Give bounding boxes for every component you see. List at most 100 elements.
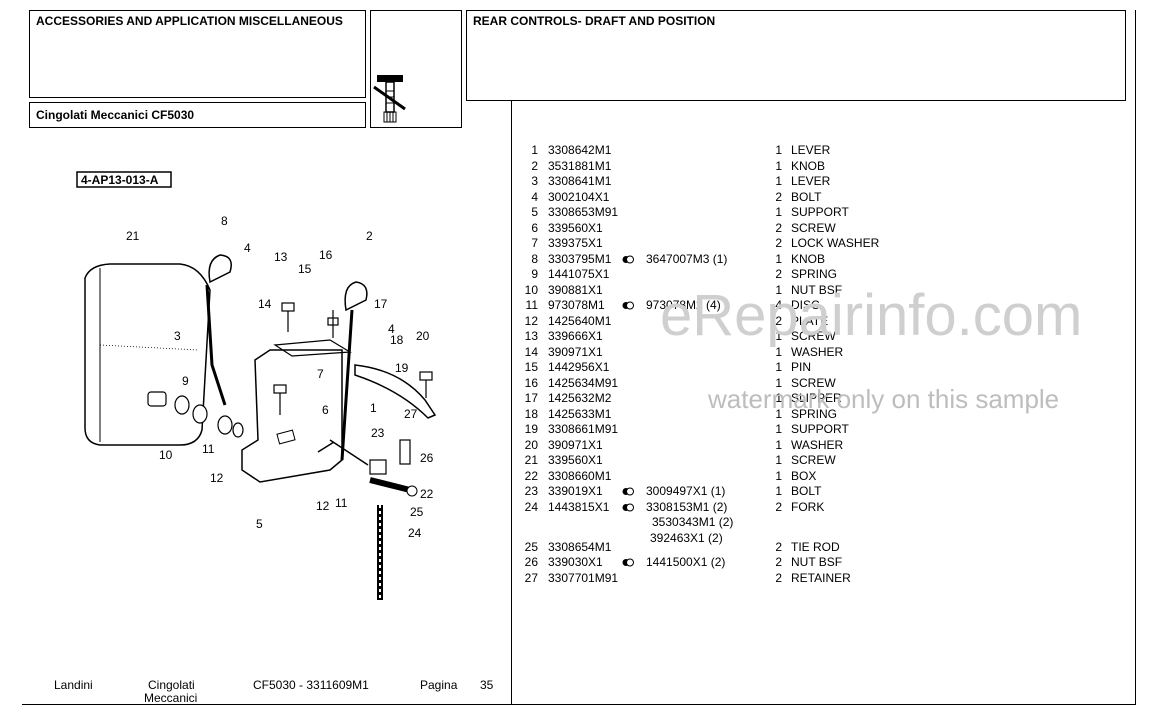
part-description: PIN xyxy=(791,360,812,374)
part-number: 1425640M1 xyxy=(548,313,612,328)
callout-labels: 1 2 3 4 4 5 6 7 8 9 10 11 11 12 12 13 14… xyxy=(126,214,434,540)
part-number: 973078M1 xyxy=(548,298,605,312)
item-number: 5 xyxy=(531,205,538,219)
group-icon-box xyxy=(370,10,462,128)
quantity: 1 xyxy=(775,484,782,498)
watermark-sub: watermark only on this sample xyxy=(708,384,1060,414)
part-description: KNOB xyxy=(791,158,826,173)
svg-text:22: 22 xyxy=(420,487,434,501)
svg-text:15: 15 xyxy=(298,262,312,276)
quantity: 4 xyxy=(775,298,782,312)
svg-text:1: 1 xyxy=(370,401,377,415)
quantity: 2 xyxy=(775,189,782,204)
footer-brand: Landini xyxy=(54,678,93,692)
item-number: 25 xyxy=(524,539,538,554)
quantity: 1 xyxy=(775,453,782,467)
footer-page-number: 35 xyxy=(480,678,494,692)
svg-text:3: 3 xyxy=(174,329,181,343)
item-number: 10 xyxy=(524,282,538,297)
quantity: 1 xyxy=(775,282,782,297)
item-number: 16 xyxy=(524,375,538,390)
item-number: 9 xyxy=(531,267,538,281)
hydraulic-lever-icon xyxy=(373,75,406,123)
alternative-part-icon xyxy=(622,255,634,263)
item-number: 17 xyxy=(524,391,538,405)
item-number: 20 xyxy=(524,437,538,452)
diagram-ref-code: 4-AP13-013-A xyxy=(76,171,172,188)
part-number: 339560X1 xyxy=(548,453,603,467)
part-description: SUPPORT xyxy=(791,422,849,436)
part-description: SUPPORT xyxy=(791,205,849,219)
svg-text:8: 8 xyxy=(221,214,228,228)
item-number: 7 xyxy=(531,236,538,250)
svg-text:25: 25 xyxy=(410,505,424,519)
quantity: 1 xyxy=(775,174,782,188)
quantity: 2 xyxy=(775,220,782,235)
svg-text:26: 26 xyxy=(420,451,434,465)
item-number: 15 xyxy=(524,360,538,374)
quantity: 2 xyxy=(775,539,782,554)
alternative-part-icon xyxy=(622,487,634,496)
watermark-main: eRepairinfo.com xyxy=(660,283,1083,348)
part-number: 3308661M91 xyxy=(548,422,619,436)
svg-text:17: 17 xyxy=(374,297,388,311)
part-number: 1443815X1 xyxy=(548,499,610,514)
alternative-part-icon xyxy=(622,558,634,567)
support-5-drawing xyxy=(241,349,343,483)
alternative-part-number: 3530343M1 (2) xyxy=(652,515,734,529)
footer-model-code: CF5030 - 3311609M1 xyxy=(253,678,369,692)
support-19-drawing xyxy=(354,364,437,419)
quantity: 1 xyxy=(775,422,782,436)
part-number: 1441075X1 xyxy=(548,267,610,281)
part-description: PLATE xyxy=(791,313,829,328)
part-number: 339560X1 xyxy=(548,220,603,235)
item-number: 27 xyxy=(524,570,538,585)
part-description: SCREW xyxy=(791,453,836,467)
part-number: 339666X1 xyxy=(548,329,603,343)
knob-8-drawing xyxy=(208,254,232,284)
part-description: WASHER xyxy=(791,437,844,452)
part-number: 339019X1 xyxy=(548,484,603,498)
part-number: 390971X1 xyxy=(548,344,603,359)
page-footer: Landini Cingolati Meccanici CF5030 - 331… xyxy=(0,676,510,706)
alternative-part-number: 973078M2 (4) xyxy=(646,298,721,312)
column-divider xyxy=(511,101,512,704)
item-number: 8 xyxy=(531,251,538,266)
footer-family-line1: Cingolati xyxy=(148,678,195,692)
item-number: 11 xyxy=(525,298,538,312)
part-description: NUT BSF xyxy=(791,282,843,297)
screw-parts-drawing xyxy=(273,302,433,415)
part-description: FORK xyxy=(791,499,825,514)
part-description: RETAINER xyxy=(791,570,851,585)
svg-text:5: 5 xyxy=(256,517,263,531)
alternative-part-number: 3009497X1 (1) xyxy=(646,484,726,498)
item-number: 23 xyxy=(524,484,538,498)
alternative-part-icon xyxy=(622,503,634,511)
part-description: SCREW xyxy=(791,329,836,343)
part-description: KNOB xyxy=(791,251,826,266)
quantity: 1 xyxy=(775,437,782,452)
svg-text:2: 2 xyxy=(366,229,373,243)
part-number: 339030X1 xyxy=(548,555,603,569)
item-number: 22 xyxy=(524,468,538,483)
part-description: LOCK WASHER xyxy=(791,236,880,250)
svg-text:23: 23 xyxy=(371,426,385,440)
svg-text:6: 6 xyxy=(322,403,329,417)
part-number: 1425634M91 xyxy=(548,375,619,390)
part-description: SCREW xyxy=(791,220,836,235)
quantity: 1 xyxy=(775,251,782,266)
quantity: 1 xyxy=(775,344,782,359)
item-number: 26 xyxy=(524,555,538,569)
model-title: Cingolati Meccanici CF5030 xyxy=(36,108,195,122)
quantity: 1 xyxy=(775,143,782,157)
item-number: 18 xyxy=(524,406,538,421)
item-number: 2 xyxy=(531,158,538,173)
part-number: 1442956X1 xyxy=(548,360,610,374)
svg-text:27: 27 xyxy=(404,407,418,421)
part-description: SPRING xyxy=(791,267,838,281)
quantity: 2 xyxy=(775,555,782,569)
part-description: DISC xyxy=(791,298,820,312)
item-number: 12 xyxy=(524,313,538,328)
part-description: WASHER xyxy=(791,344,844,359)
svg-text:11: 11 xyxy=(202,442,215,456)
